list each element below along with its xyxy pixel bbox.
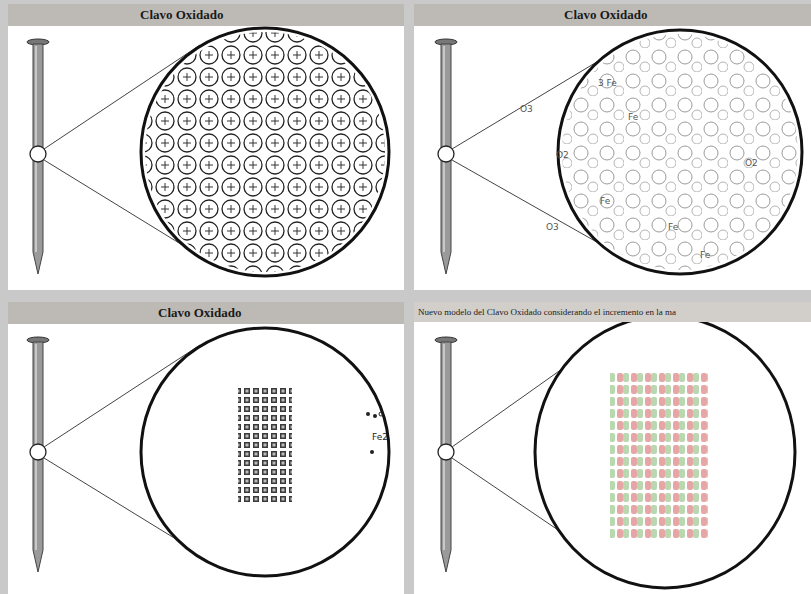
panel-heading: Clavo Oxidado xyxy=(8,4,404,26)
handwritten-label: O2 xyxy=(556,150,569,160)
panel: Clavo Oxidado xyxy=(8,302,404,324)
panel-heading: Clavo Oxidado xyxy=(414,4,811,26)
handwritten-label: Fe xyxy=(600,196,610,206)
handwritten-label: 3 Fe xyxy=(598,78,617,88)
handwritten-label: Fe xyxy=(700,250,710,260)
handwritten-label: O3 xyxy=(546,222,559,232)
handwritten-label: O2 xyxy=(745,158,758,168)
panel-heading: Nuevo modelo del Clavo Oxidado considera… xyxy=(414,302,811,322)
panel-heading: Clavo Oxidado xyxy=(8,302,404,324)
panel: Nuevo modelo del Clavo Oxidado considera… xyxy=(414,302,811,322)
panel: Clavo Oxidado xyxy=(8,4,404,26)
handwritten-label: Fe xyxy=(668,222,678,232)
handwritten-label: Fe xyxy=(628,112,638,122)
panel: Clavo Oxidado xyxy=(414,4,811,26)
handwritten-label: Fe2 xyxy=(372,432,388,442)
handwritten-label: O3 xyxy=(520,104,533,114)
